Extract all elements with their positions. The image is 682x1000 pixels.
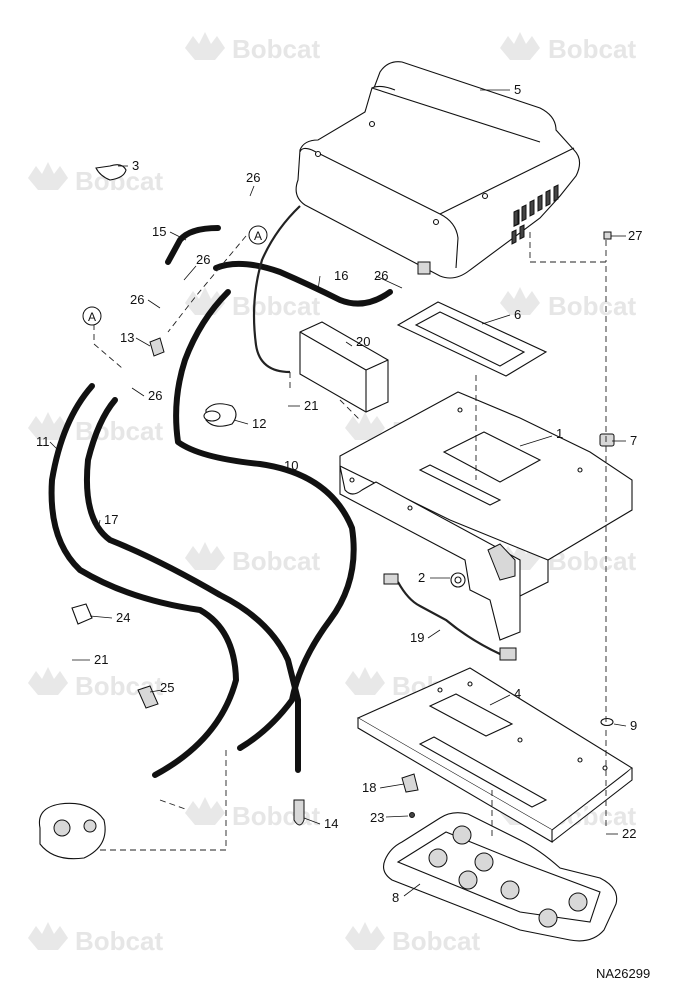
- callout-27: 27: [628, 228, 642, 243]
- part-7-spacer: [599, 433, 615, 447]
- callout-11: 11: [36, 434, 50, 449]
- part-25-sleeve: [137, 685, 159, 709]
- harness-a: [252, 205, 301, 374]
- callout-22: 22: [622, 826, 636, 841]
- reference-letter: A: [88, 310, 96, 324]
- callout-19: 19: [410, 630, 424, 645]
- watermark-text: Bobcat: [548, 34, 636, 64]
- callout-2: 2: [418, 570, 425, 585]
- callout-3: 3: [132, 158, 139, 173]
- watermark-layer: Bobcat Bobcat Bobcat Bobcat Bobcat Bobca…: [28, 32, 636, 956]
- callout-15: 15: [152, 224, 166, 239]
- callout-26: 26: [148, 388, 162, 403]
- part-24-clip: [71, 603, 93, 625]
- callout-24: 24: [116, 610, 130, 625]
- callout-26: 26: [374, 268, 388, 283]
- hose-16: [213, 260, 393, 307]
- callout-20: 20: [356, 334, 370, 349]
- watermark-text: Bobcat: [392, 926, 480, 956]
- fittings: [38, 164, 615, 860]
- part-9-washer: [600, 717, 614, 727]
- part-23-screw: [409, 812, 415, 818]
- part-18-clip: [401, 773, 419, 793]
- leader-lines: [49, 89, 627, 897]
- watermark-text: Bobcat: [75, 416, 163, 446]
- cover-vents: [511, 184, 559, 245]
- callout-18: 18: [362, 780, 376, 795]
- callout-26: 26: [130, 292, 144, 307]
- callout-13: 13: [120, 330, 134, 345]
- part-4-plate: [356, 667, 633, 843]
- part-13-tee: [149, 337, 165, 357]
- callout-25: 25: [160, 680, 174, 695]
- watermark-text: Bobcat: [232, 546, 320, 576]
- callouts: 5 6 1 7 27 9 22 4 8 2 19 18 23 14 24 21 …: [36, 82, 642, 905]
- dashed-lines: [93, 232, 607, 851]
- callout-5: 5: [514, 82, 521, 97]
- callout-4: 4: [514, 686, 521, 701]
- callout-21: 21: [304, 398, 318, 413]
- callout-26: 26: [246, 170, 260, 185]
- part-3-clamp: [95, 164, 127, 181]
- part-27-nut: [603, 231, 612, 240]
- callout-16: 16: [334, 268, 348, 283]
- hose-15: [165, 225, 221, 265]
- watermark-text: Bobcat: [232, 801, 320, 831]
- callout-12: 12: [252, 416, 266, 431]
- drawing-number: NA26299: [596, 966, 650, 981]
- hose-11: [48, 383, 239, 778]
- callout-17: 17: [104, 512, 118, 527]
- callout-14: 14: [324, 816, 338, 831]
- compressor: [38, 802, 106, 860]
- watermark-text: Bobcat: [75, 926, 163, 956]
- callout-26: 26: [196, 252, 210, 267]
- hose-17: [83, 397, 301, 773]
- hoses: [48, 225, 393, 778]
- part-1-plate: [339, 391, 633, 641]
- wiring: [252, 205, 517, 661]
- callout-8: 8: [392, 890, 399, 905]
- callout-9: 9: [630, 718, 637, 733]
- part-6-gasket: [396, 301, 548, 377]
- callout-21: 21: [94, 652, 108, 667]
- callout-6: 6: [514, 307, 521, 322]
- callout-23: 23: [370, 810, 384, 825]
- reference-markers: A A: [82, 225, 268, 326]
- harness-19: [397, 581, 511, 658]
- part-14-drain: [293, 799, 305, 826]
- watermark-text: Bobcat: [232, 291, 320, 321]
- callout-10: 10: [284, 458, 298, 473]
- watermark-text: Bobcat: [232, 34, 320, 64]
- part-5-cover: [295, 61, 581, 279]
- part-20-block: [299, 321, 389, 413]
- callout-1: 1: [556, 426, 563, 441]
- watermark-text: Bobcat: [548, 291, 636, 321]
- callout-7: 7: [630, 433, 637, 448]
- reference-letter: A: [254, 229, 262, 243]
- part-8-tray: [383, 812, 618, 942]
